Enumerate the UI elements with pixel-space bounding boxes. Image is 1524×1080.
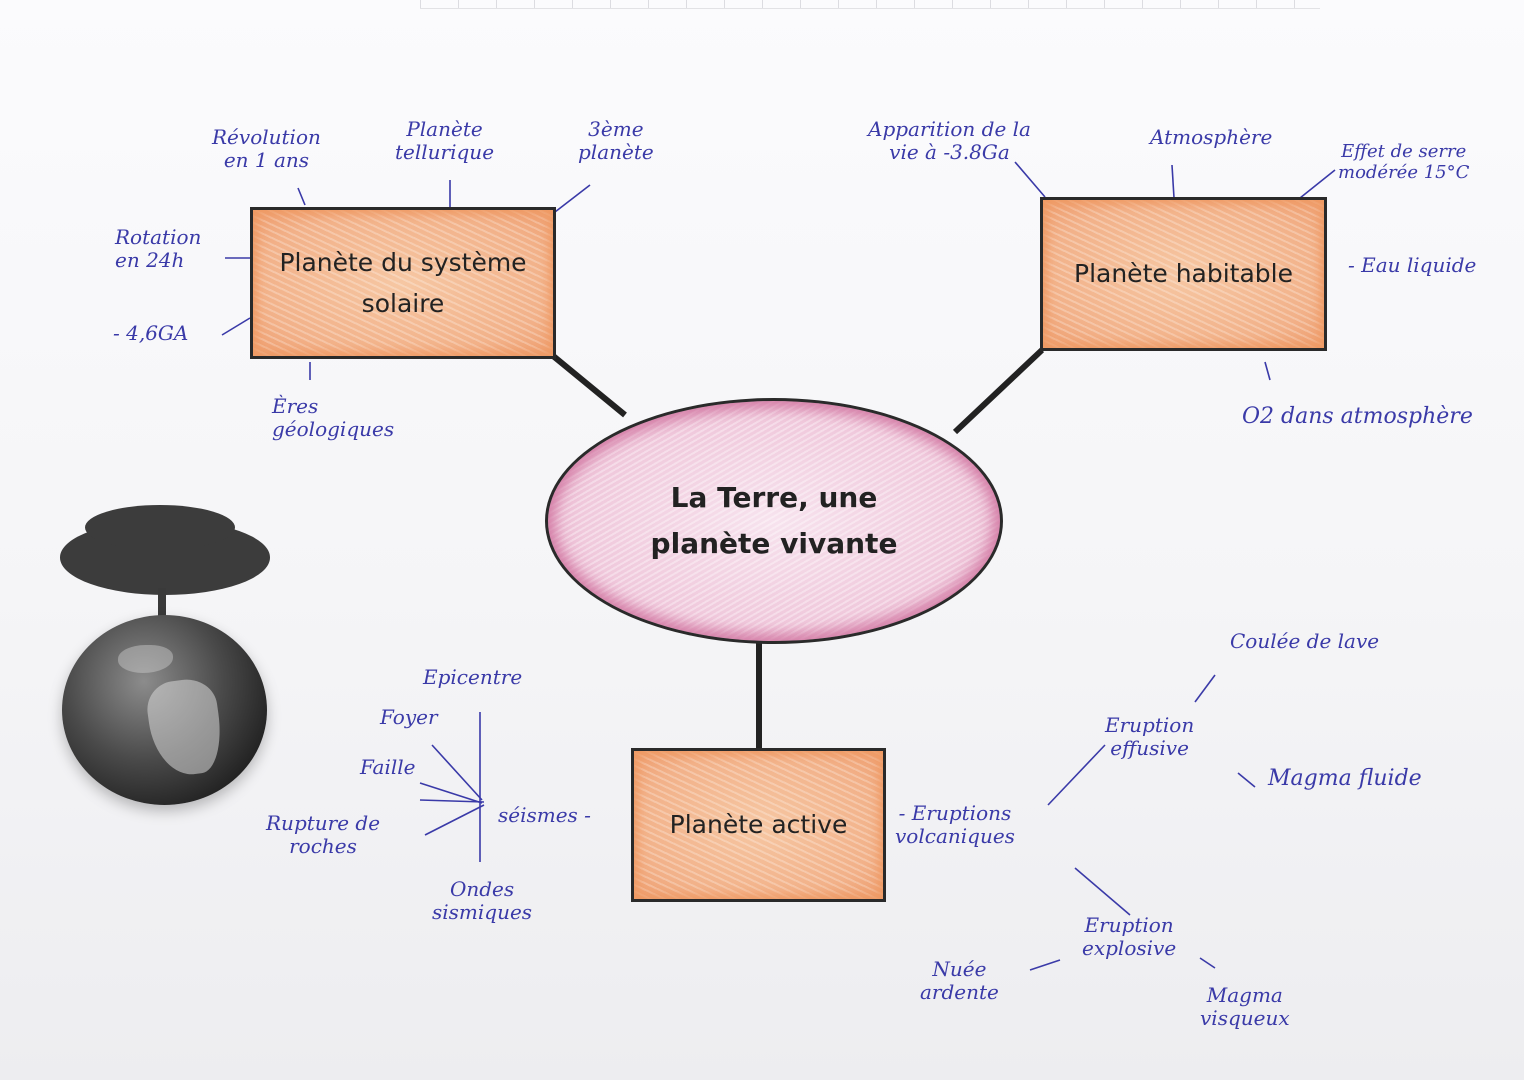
box-active-label: Planète active bbox=[669, 810, 848, 840]
note-foyer: Foyer bbox=[380, 705, 438, 729]
graph-paper-edge bbox=[420, 0, 1320, 9]
note-seismes: séismes - bbox=[498, 803, 591, 827]
note-atmosphere: Atmosphère bbox=[1150, 125, 1273, 149]
box-planete-active: Planète active bbox=[631, 748, 886, 902]
box-planete-habitable: Planète habitable bbox=[1040, 197, 1327, 351]
central-title-line1: La Terre, une bbox=[670, 480, 878, 514]
central-title: La Terre, une planète vivante bbox=[624, 475, 924, 567]
note-magma-fluide: Magma fluide bbox=[1268, 766, 1422, 791]
box-planete-systeme-solaire: Planète du système solaire bbox=[250, 207, 556, 359]
connector-habitable bbox=[952, 347, 1045, 435]
central-topic: La Terre, une planète vivante bbox=[545, 398, 1003, 644]
continent-europe bbox=[118, 645, 173, 673]
central-title-line2: planète vivante bbox=[650, 527, 898, 560]
box-solaire-line2: solaire bbox=[361, 289, 445, 318]
note-faille: Faille bbox=[360, 755, 416, 779]
note-epicentre: Epicentre bbox=[423, 665, 523, 689]
tree-trunk bbox=[158, 588, 166, 628]
box-solaire-line1: Planète du système bbox=[279, 247, 527, 277]
note-eau-liquide: - Eau liquide bbox=[1348, 253, 1477, 277]
note-coulee-de-lave: Coulée de lave bbox=[1230, 629, 1380, 653]
box-habitable-label: Planète habitable bbox=[1074, 259, 1293, 289]
note-age: - 4,6GA bbox=[113, 321, 189, 345]
note-o2-atmosphere: O2 dans atmosphère bbox=[1242, 404, 1473, 429]
connector-solaire bbox=[550, 352, 627, 418]
